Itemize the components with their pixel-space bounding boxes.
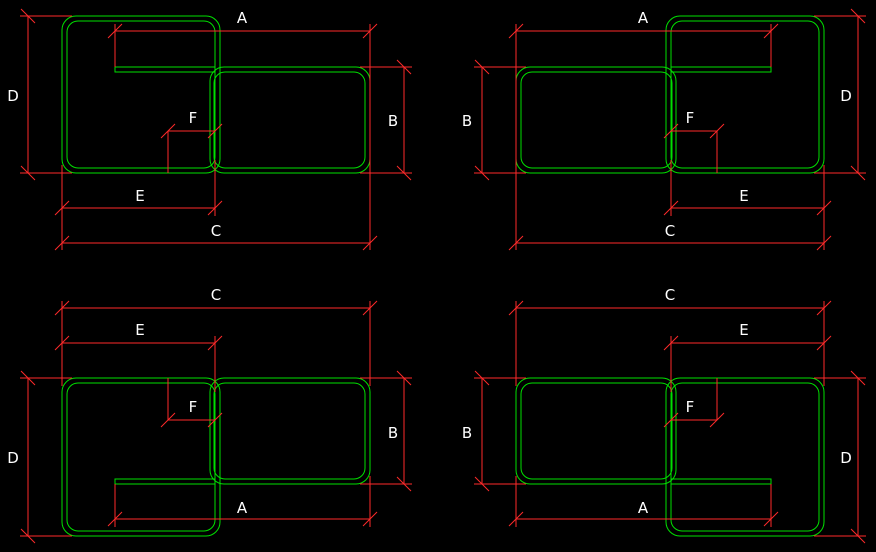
dimension-label-f: F — [189, 398, 198, 416]
view-top-right: A B D E C F — [462, 8, 866, 251]
view-bottom-left: C E F B D A — [7, 286, 412, 544]
dimension-label-b: B — [462, 424, 472, 442]
view-bottom-right: C E F B D A — [462, 286, 866, 544]
dimension-label-a: A — [638, 499, 649, 517]
dimension-label-d: D — [840, 87, 852, 105]
dimension-label-e: E — [739, 187, 748, 205]
dimension-label-f: F — [189, 109, 198, 127]
dimension-label-c: C — [211, 222, 221, 240]
dimension-label-d: D — [7, 87, 19, 105]
dimension-label-c: C — [211, 286, 221, 304]
dimension-label-f: F — [686, 109, 695, 127]
dimension-label-c: C — [665, 222, 675, 240]
dimension-label-a: A — [237, 499, 248, 517]
dimension-label-d: D — [840, 449, 852, 467]
dimension-label-f: F — [686, 398, 695, 416]
dimension-label-b: B — [462, 112, 472, 130]
dimension-label-b: B — [388, 112, 398, 130]
dimension-label-c: C — [665, 286, 675, 304]
rebar-outline — [61, 377, 371, 537]
rebar-outline — [515, 377, 825, 537]
dimension-label-e: E — [135, 187, 144, 205]
view-top-left: A B D E C F — [7, 8, 412, 251]
dimension-label-b: B — [388, 424, 398, 442]
dimension-label-a: A — [638, 9, 649, 27]
dimension-lines — [20, 300, 412, 544]
dimension-lines — [474, 300, 866, 544]
dimension-label-e: E — [739, 321, 748, 339]
rebar-outline — [515, 15, 825, 174]
dimension-lines — [20, 8, 412, 251]
dimension-lines — [474, 8, 866, 251]
dimension-label-d: D — [7, 449, 19, 467]
dimension-label-e: E — [135, 321, 144, 339]
rebar-outline — [61, 15, 371, 174]
dimension-label-a: A — [237, 9, 248, 27]
